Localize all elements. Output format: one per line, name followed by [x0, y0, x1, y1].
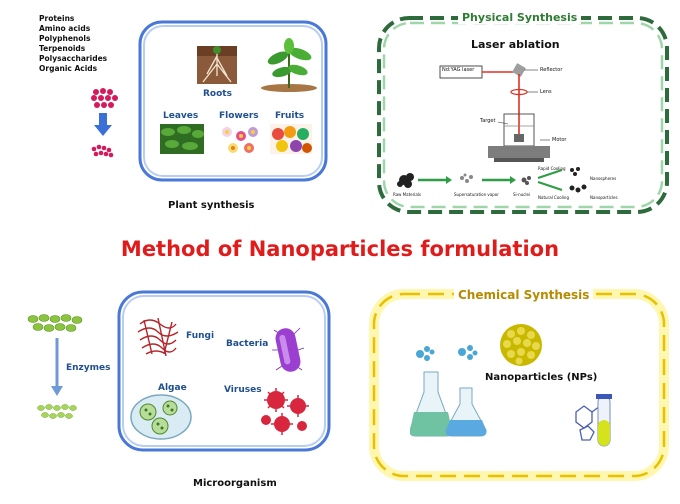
- fungi-label: Fungi: [186, 331, 215, 341]
- motor-label: Motor: [552, 137, 567, 143]
- rapid-cooling-label: Rapid Cooling: [538, 166, 566, 171]
- viruses-label: Viruses: [224, 385, 262, 395]
- fruits-label: Fruits: [275, 111, 305, 121]
- plant-compound-list: Proteins Amino acids Polyphenols Terpeno…: [39, 14, 107, 74]
- lens-label: Lens: [540, 89, 552, 95]
- microorganism-caption: Microorganism: [193, 478, 277, 489]
- enzyme-cluster-bottom: [37, 404, 77, 419]
- microorganism-box: [117, 290, 331, 452]
- compound-proteins: Proteins: [39, 14, 75, 23]
- enzymes-label: Enzymes: [66, 363, 111, 373]
- compound-organic-acids: Organic Acids: [39, 64, 98, 73]
- molecule-clusters-image: [416, 345, 478, 361]
- compound-polysaccharides: Polysaccharides: [39, 54, 108, 63]
- algae-label: Algae: [158, 383, 187, 393]
- compound-terpenoids: Terpenoids: [39, 44, 86, 53]
- flowers-image: [219, 124, 261, 156]
- viruses-image: [261, 388, 309, 435]
- nanoparticles-phys-label: Nanoparticles: [590, 195, 618, 200]
- plant-nanoparticle-cluster: [91, 144, 114, 158]
- raw-materials-label: Raw Materials: [393, 192, 422, 197]
- nanoparticles-nps-label: Nanoparticles (NPs): [485, 372, 598, 383]
- laser-ablation-label: Laser ablation: [471, 38, 560, 51]
- physical-synthesis-title: Physical Synthesis: [458, 11, 582, 24]
- fruits-image: [270, 124, 312, 154]
- ablation-process-strip: [397, 167, 587, 193]
- bacteria-label: Bacteria: [226, 339, 269, 349]
- nd-yag-laser-label: Nd:YAG laser: [442, 67, 475, 73]
- bacteria-image: [272, 327, 305, 372]
- roots-image: [197, 46, 237, 84]
- plant-synthesis-caption: Plant synthesis: [168, 200, 255, 211]
- enzyme-cluster-top: [27, 314, 83, 332]
- plant-molecule-cluster: [91, 88, 118, 108]
- vapor-label: Supersaturation vapor: [454, 192, 499, 197]
- enzyme-arrow: [51, 338, 63, 396]
- algae-image: [130, 394, 192, 440]
- si-nuclei-label: Si-nuclei: [513, 192, 531, 197]
- seedling-image: [261, 38, 317, 92]
- plant-down-arrow: [94, 113, 112, 136]
- flasks-image: [410, 371, 487, 437]
- laser-ablation-apparatus: [439, 63, 550, 162]
- target-label: Target: [480, 118, 496, 124]
- compound-amino-acids: Amino acids: [39, 24, 91, 33]
- leaves-image: [160, 124, 204, 154]
- reflector-label: Reflector: [540, 67, 563, 73]
- roots-label: Roots: [203, 89, 232, 99]
- plant-synthesis-box: [138, 20, 328, 182]
- test-tube-image: [575, 394, 612, 447]
- fungi-image: [137, 317, 179, 357]
- leaves-label: Leaves: [163, 111, 199, 121]
- main-title: Method of Nanoparticles formulation: [120, 237, 560, 261]
- natural-cooling-label: Natural Cooling: [538, 195, 570, 200]
- compound-polyphenols: Polyphenols: [39, 34, 91, 43]
- chemical-synthesis-title: Chemical Synthesis: [454, 288, 594, 302]
- nanospheres-label: Nanospheres: [590, 176, 617, 181]
- flowers-label: Flowers: [219, 111, 259, 121]
- nanoparticle-sphere-image: [500, 324, 542, 366]
